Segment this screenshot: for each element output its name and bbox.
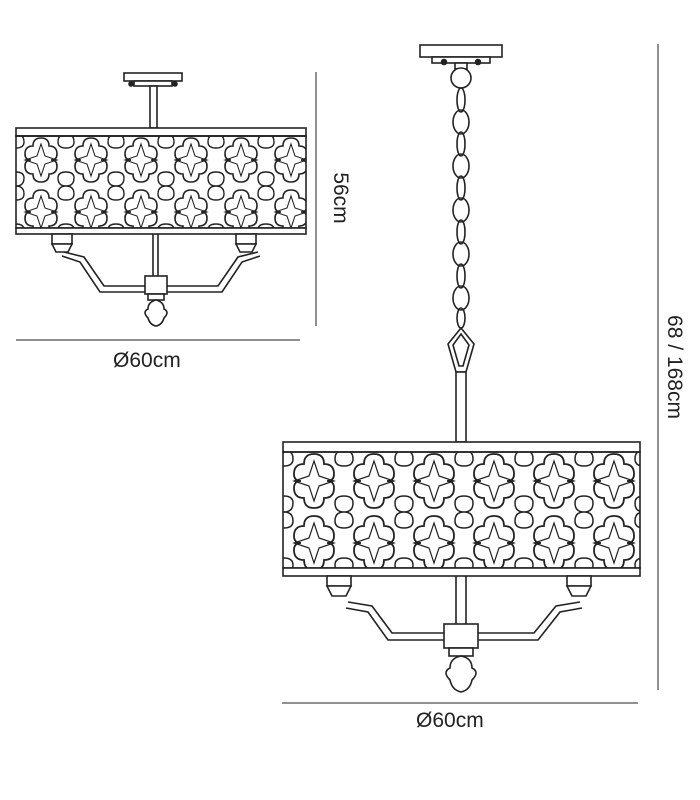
pendant-width-label: Ø60cm [416, 709, 484, 732]
center-hub-large [443, 623, 479, 693]
ceiling-plate [123, 72, 183, 87]
diamond-link [447, 326, 475, 373]
downrod-pendant [455, 371, 467, 443]
ceiling-hook [450, 62, 472, 89]
pendant-height-label: 68 / 168cm [663, 315, 686, 419]
semi-flush-width-label: Ø60cm [113, 349, 181, 372]
shade-small [15, 127, 307, 235]
candle-cups-small [50, 233, 258, 253]
downrod [149, 85, 158, 129]
ceiling-plate-pendant [419, 44, 503, 66]
semi-flush-dimensions [16, 72, 317, 341]
shade-large [282, 441, 641, 577]
pendant-fixture [282, 44, 641, 693]
chain [452, 87, 470, 329]
semi-flush-height-label: 56cm [329, 172, 352, 224]
candle-cups-large [325, 575, 593, 597]
semi-flush-fixture [15, 72, 307, 327]
center-hub-small [144, 275, 168, 327]
pendant-dimensions [282, 44, 659, 704]
